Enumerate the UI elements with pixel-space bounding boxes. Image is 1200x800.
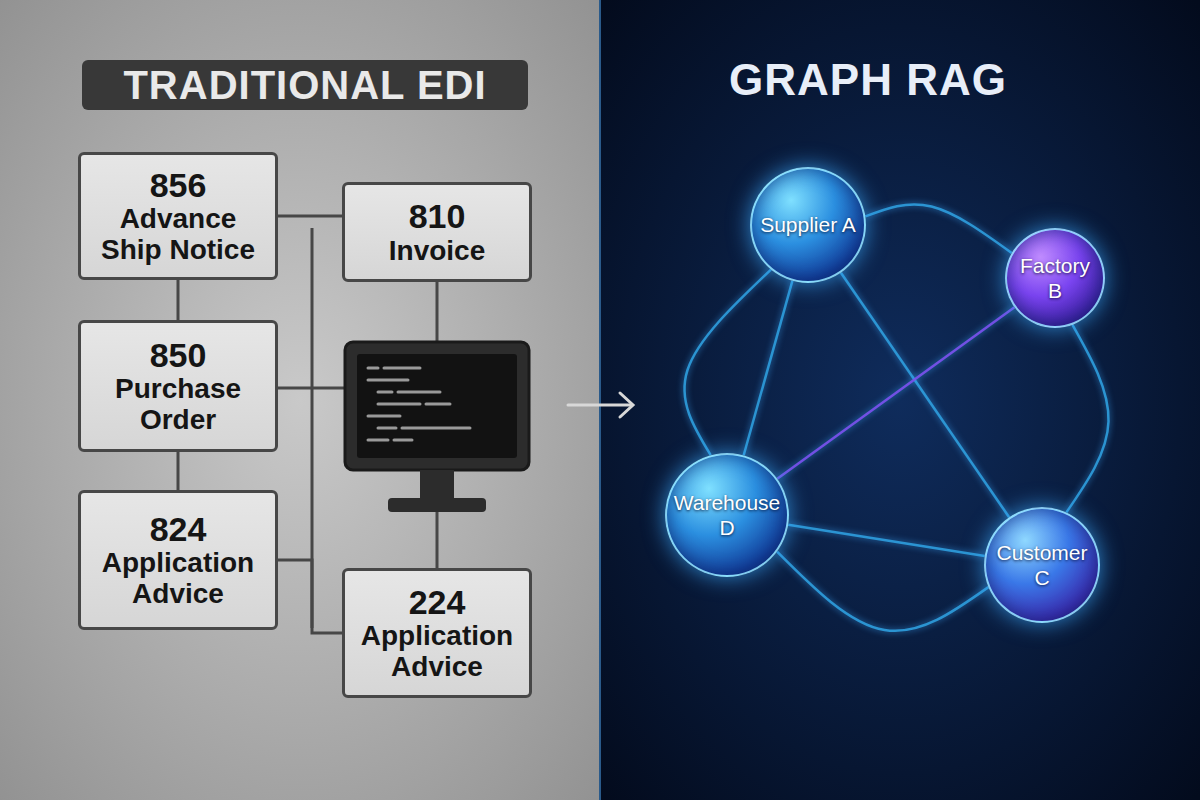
edi-link xyxy=(278,560,342,633)
entity-name: Supplier A xyxy=(760,212,856,237)
transaction-number: 856 xyxy=(150,167,207,204)
entity-node: Factory B xyxy=(1005,228,1105,328)
right-panel xyxy=(600,0,1200,800)
transition-arrow xyxy=(568,393,633,417)
graph-edge xyxy=(788,525,984,556)
entity-name: Warehouse D xyxy=(674,490,781,540)
monitor-icon xyxy=(345,342,529,512)
edi-link xyxy=(177,452,180,490)
entity-name: Factory B xyxy=(1015,253,1095,303)
monitor-link xyxy=(278,387,345,390)
entity-node: Customer C xyxy=(984,507,1100,623)
edi-link xyxy=(278,215,342,218)
graph-edge xyxy=(865,204,1011,253)
graph-edge xyxy=(684,270,770,456)
panel-heading: GRAPH RAG xyxy=(729,55,1007,105)
transaction-name: Invoice xyxy=(389,236,485,266)
edi-document-box: 224Application Advice xyxy=(342,568,532,698)
transaction-name: Purchase Order xyxy=(89,374,267,434)
graph-edge xyxy=(1066,325,1108,513)
transaction-number: 850 xyxy=(150,337,207,374)
transaction-number: 810 xyxy=(409,198,466,235)
graph-edge xyxy=(841,273,1009,517)
monitor-link xyxy=(436,512,439,568)
graph-edge xyxy=(777,307,1014,478)
transaction-name: Application Advice xyxy=(89,548,267,608)
divider xyxy=(599,0,601,800)
graph-edge xyxy=(744,281,793,455)
graph-edge xyxy=(777,552,988,631)
edi-document-box: 856Advance Ship Notice xyxy=(78,152,278,280)
edi-document-box: 850Purchase Order xyxy=(78,320,278,452)
entity-name: Customer C xyxy=(994,540,1090,590)
edi-document-box: 824Application Advice xyxy=(78,490,278,630)
entity-node: Supplier A xyxy=(750,167,866,283)
left-panel xyxy=(0,0,600,800)
transaction-name: Application Advice xyxy=(353,621,521,681)
title-banner: TRADITIONAL EDI xyxy=(82,60,528,110)
transaction-number: 824 xyxy=(150,511,207,548)
transaction-name: Advance Ship Notice xyxy=(89,204,267,264)
entity-node: Warehouse D xyxy=(665,453,789,577)
edi-link xyxy=(177,280,180,320)
transaction-number: 224 xyxy=(409,584,466,621)
monitor-link xyxy=(436,282,439,343)
edi-document-box: 810Invoice xyxy=(342,182,532,282)
